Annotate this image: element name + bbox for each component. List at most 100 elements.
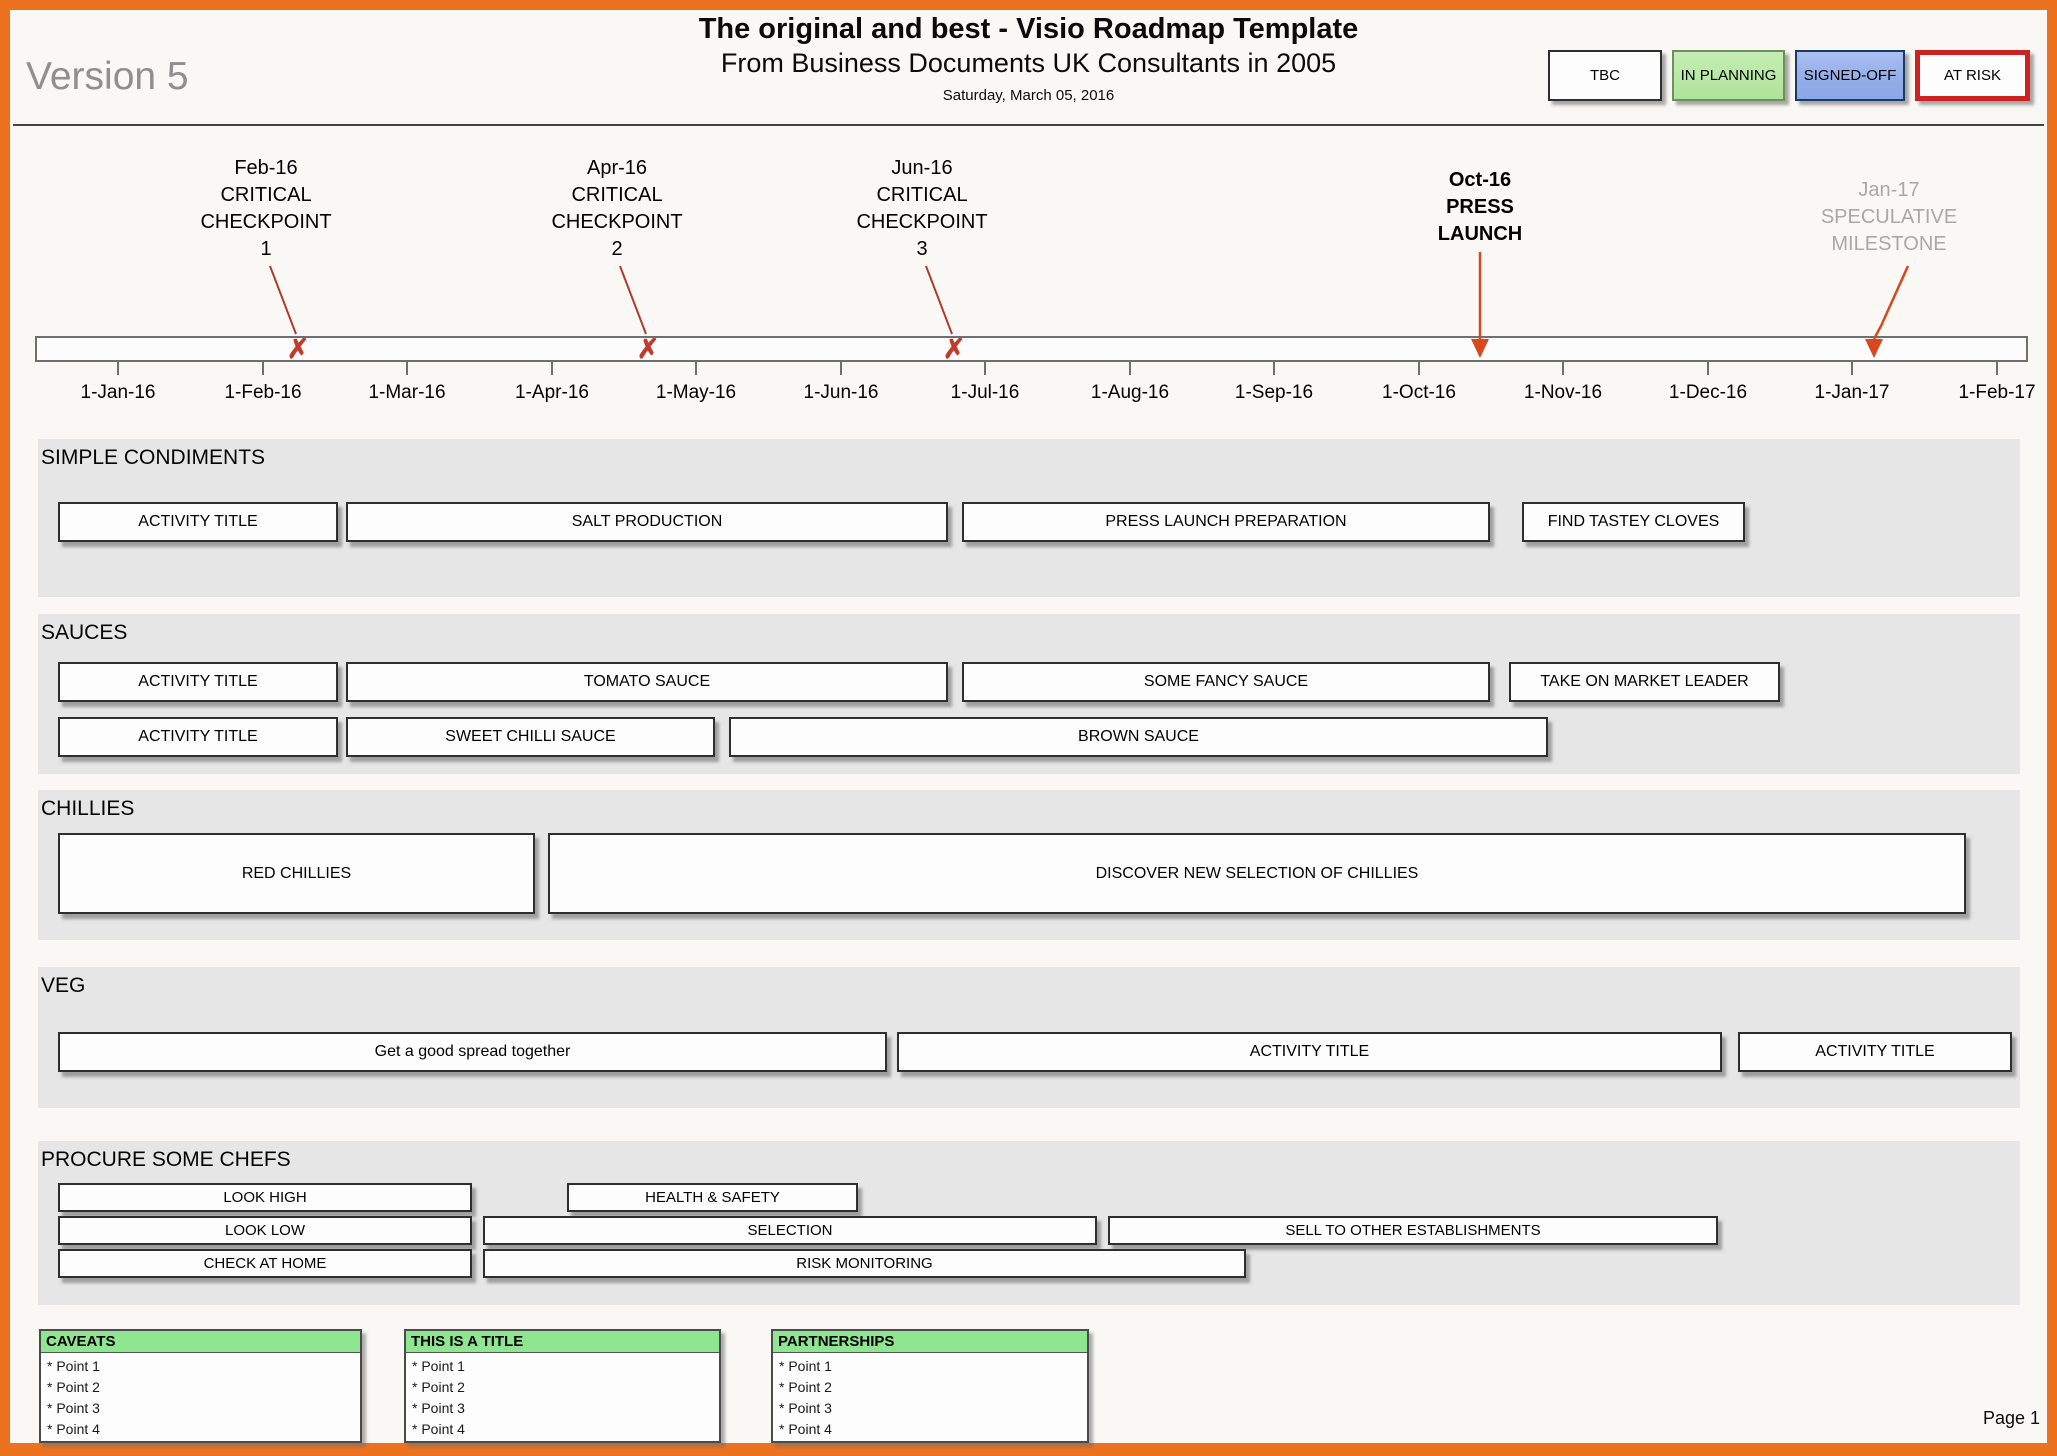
timeline-tick-label: 1-Oct-16 (1382, 382, 1456, 403)
roadmap-bar[interactable]: TOMATO SAUCE (346, 662, 948, 702)
milestone-label-line: PRESS (1446, 196, 1514, 218)
milestone-x-icon[interactable]: ✗ (286, 334, 310, 364)
roadmap-bar[interactable]: ACTIVITY TITLE (1738, 1032, 2012, 1072)
timeline-tick-label: 1-Jan-17 (1814, 382, 1890, 403)
timeline-tick-label: 1-Dec-16 (1668, 382, 1748, 403)
roadmap-bar[interactable]: LOOK HIGH (58, 1183, 472, 1212)
roadmap-bar[interactable]: BROWN SAUCE (729, 717, 1548, 757)
legend-risk-box[interactable]: AT RISK (1915, 50, 2030, 101)
roadmap-bar[interactable]: CHECK AT HOME (58, 1249, 472, 1278)
milestone-connectors (269, 252, 1910, 358)
timeline-tick (1273, 362, 1275, 375)
legend-tbc-box[interactable]: TBC (1548, 50, 1662, 101)
timeline-tick (840, 362, 842, 375)
roadmap-bar[interactable]: ACTIVITY TITLE (58, 502, 338, 542)
legend-planning-box[interactable]: IN PLANNING (1672, 50, 1785, 101)
timeline-tick (1562, 362, 1564, 375)
timeline-tick (1418, 362, 1420, 375)
milestone-label-line: MILESTONE (1831, 233, 1947, 255)
timeline-tick-label: 1-Jun-16 (803, 382, 879, 403)
notes-box: THIS IS A TITLE* Point 1* Point 2* Point… (404, 1329, 721, 1443)
milestone-label-line: 3 (916, 238, 928, 260)
notes-box-points: * Point 1* Point 2* Point 3* Point 4 (41, 1353, 360, 1443)
roadmap-bar[interactable]: ACTIVITY TITLE (58, 662, 338, 702)
notes-box-title: CAVEATS (41, 1331, 360, 1353)
roadmap-bar[interactable]: LOOK LOW (58, 1216, 472, 1245)
milestone-label-line: 1 (260, 238, 272, 260)
notes-point: * Point 1 (779, 1358, 832, 1374)
roadmap-bar[interactable]: HEALTH & SAFETY (567, 1183, 858, 1212)
milestone-label-line: CHECKPOINT (551, 211, 683, 233)
timeline-tick-label: 1-May-16 (655, 382, 737, 403)
timeline-tick (1996, 362, 1998, 375)
milestone-x-icon[interactable]: ✗ (636, 334, 660, 364)
roadmap-bar[interactable]: SWEET CHILLI SAUCE (346, 717, 715, 757)
roadmap-bar[interactable]: RISK MONITORING (483, 1249, 1246, 1278)
roadmap-bar[interactable]: RED CHILLIES (58, 833, 535, 914)
roadmap-bar[interactable]: SELECTION (483, 1216, 1097, 1245)
timeline-tick (984, 362, 986, 375)
timeline-bar[interactable] (35, 336, 2028, 362)
milestone-label-line: CRITICAL (220, 184, 312, 206)
milestone-label-line: Oct-16 (1448, 169, 1512, 191)
roadmap-bar[interactable]: FIND TASTEY CLOVES (1522, 502, 1745, 542)
timeline-tick (1129, 362, 1131, 375)
milestone-label-line: LAUNCH (1437, 223, 1523, 245)
timeline-tick-label: 1-Feb-17 (1958, 382, 2036, 403)
notes-point: * Point 4 (779, 1421, 832, 1437)
timeline-tick (406, 362, 408, 375)
timeline-tick (1707, 362, 1709, 375)
roadmap-bar[interactable]: ACTIVITY TITLE (58, 717, 338, 757)
swimlane-title: VEG (41, 974, 86, 997)
roadmap-bar[interactable]: DISCOVER NEW SELECTION OF CHILLIES (548, 833, 1966, 914)
notes-point: * Point 2 (779, 1379, 832, 1395)
roadmap-bar[interactable]: PRESS LAUNCH PREPARATION (962, 502, 1490, 542)
notes-box-title: PARTNERSHIPS (773, 1331, 1087, 1353)
roadmap-bar[interactable]: Get a good spread together (58, 1032, 887, 1072)
milestone-connector-line (1872, 265, 1910, 340)
notes-box: CAVEATS* Point 1* Point 2* Point 3* Poin… (39, 1329, 362, 1443)
notes-point: * Point 3 (412, 1400, 465, 1416)
milestone-connector-line (269, 265, 297, 335)
timeline-tick (117, 362, 119, 375)
roadmap-bar[interactable]: TAKE ON MARKET LEADER (1509, 662, 1780, 702)
header-divider (13, 124, 2044, 126)
milestone-label-line: Feb-16 (234, 157, 298, 179)
notes-point: * Point 2 (412, 1379, 465, 1395)
roadmap-bar[interactable]: SELL TO OTHER ESTABLISHMENTS (1108, 1216, 1718, 1245)
legend-signed-box[interactable]: SIGNED-OFF (1795, 50, 1905, 101)
milestone-label-line: Apr-16 (586, 157, 648, 179)
milestone-connector-line (925, 265, 953, 335)
roadmap-bar[interactable]: SOME FANCY SAUCE (962, 662, 1490, 702)
page-subtitle: From Business Documents UK Consultants i… (720, 48, 1337, 78)
page-title: The original and best - Visio Roadmap Te… (698, 13, 1359, 45)
milestone-label-line: Jan-17 (1858, 179, 1920, 201)
swimlane-title: SIMPLE CONDIMENTS (41, 446, 266, 469)
page-number: Page 1 (1982, 1408, 2040, 1428)
milestone-label-line: CRITICAL (876, 184, 968, 206)
notes-box: PARTNERSHIPS* Point 1* Point 2* Point 3*… (771, 1329, 1089, 1443)
milestone-arrow-icon[interactable] (1471, 339, 1489, 358)
swimlane-title: PROCURE SOME CHEFS (41, 1148, 291, 1171)
milestone-x-icon[interactable]: ✗ (942, 334, 966, 364)
milestone-arrow-icon[interactable] (1865, 339, 1883, 358)
page-date: Saturday, March 05, 2016 (942, 87, 1115, 104)
milestone-connector-line (619, 265, 647, 335)
roadmap-bar[interactable]: ACTIVITY TITLE (897, 1032, 1722, 1072)
timeline-tick-label: 1-Feb-16 (224, 382, 302, 403)
timeline-tick (262, 362, 264, 375)
roadmap-bar[interactable]: SALT PRODUCTION (346, 502, 948, 542)
